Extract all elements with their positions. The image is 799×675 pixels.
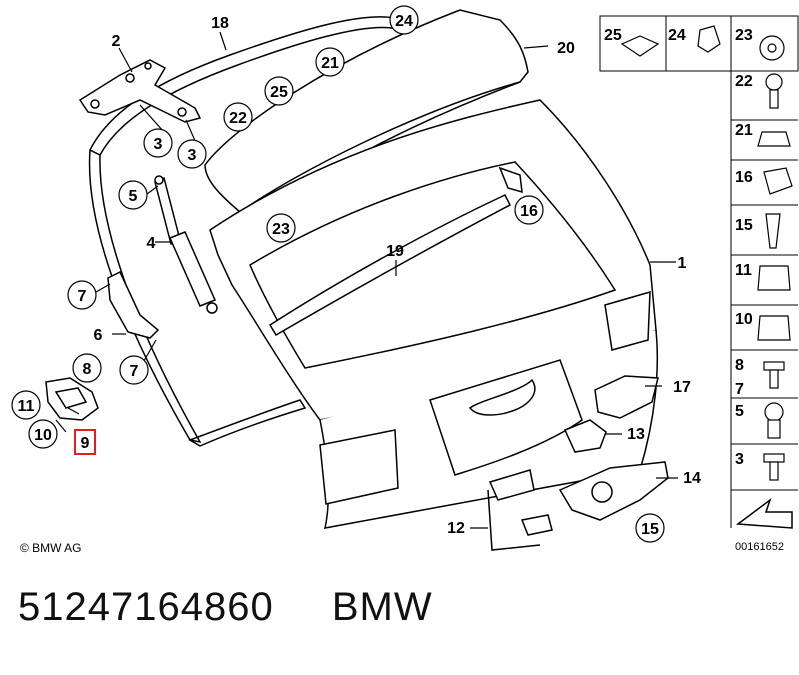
hinge <box>78 59 202 123</box>
side-label-10: 10 <box>735 311 753 328</box>
callout-15: 15 <box>641 521 659 538</box>
direction-arrow-icon <box>735 497 793 529</box>
callout-23: 23 <box>272 221 290 238</box>
side-panel: 25 24 23 22 21 16 15 11 10 8 7 5 3 <box>599 15 799 529</box>
callout-19: 19 <box>386 243 404 260</box>
callout-7b: 7 <box>130 363 139 380</box>
brand-name: BMW <box>331 585 433 629</box>
part-info: 51247164860 BMW <box>18 585 433 630</box>
lower-hinge <box>45 377 99 421</box>
bracket <box>107 270 160 339</box>
callout-circles <box>11 5 665 543</box>
callout-12: 12 <box>447 520 465 537</box>
callout-4: 4 <box>147 235 156 252</box>
callout-24: 24 <box>395 13 413 30</box>
callout-9: 9 <box>81 435 90 452</box>
callout-1: 1 <box>678 255 687 272</box>
callout-17: 17 <box>673 379 691 396</box>
side-label-3: 3 <box>735 451 744 468</box>
callout-7a: 7 <box>78 288 87 305</box>
tailgate-frame <box>209 99 659 529</box>
callout-11: 11 <box>18 398 35 415</box>
callout-2: 2 <box>112 33 121 50</box>
callout-6: 6 <box>94 327 103 344</box>
side-label-15: 15 <box>735 217 753 234</box>
callout-25: 25 <box>270 84 288 101</box>
callout-18: 18 <box>211 15 229 32</box>
image-code: 00161652 <box>735 541 784 553</box>
side-label-21: 21 <box>735 122 753 139</box>
side-label-25: 25 <box>604 27 622 44</box>
side-label-16: 16 <box>735 169 753 186</box>
callout-10: 10 <box>34 427 52 444</box>
side-label-24: 24 <box>668 27 686 44</box>
window-strip <box>268 166 523 337</box>
side-label-5: 5 <box>735 403 744 420</box>
callout-5: 5 <box>129 188 138 205</box>
gas-strut <box>154 175 218 314</box>
side-label-22: 22 <box>735 73 753 90</box>
latch-parts <box>487 375 669 551</box>
callout-16: 16 <box>520 203 538 220</box>
callout-21: 21 <box>321 55 339 72</box>
side-label-8: 8 <box>735 357 744 374</box>
side-label-7: 7 <box>735 381 744 398</box>
callout-22: 22 <box>229 110 247 127</box>
callout-13: 13 <box>627 426 645 443</box>
copyright-text: © BMW AG <box>20 541 82 555</box>
callout-8: 8 <box>83 361 92 378</box>
callout-20: 20 <box>557 40 575 57</box>
callout-14: 14 <box>683 470 701 487</box>
highlight-box <box>74 429 96 455</box>
callout-texts: 1 2 3 3 4 5 6 7 7 8 9 10 11 12 13 14 15 … <box>18 13 701 538</box>
side-label-23: 23 <box>735 27 753 44</box>
callout-3b: 3 <box>188 147 197 164</box>
callout-3a: 3 <box>154 136 163 153</box>
side-label-11: 11 <box>735 262 752 279</box>
part-number: 51247164860 <box>18 585 274 629</box>
